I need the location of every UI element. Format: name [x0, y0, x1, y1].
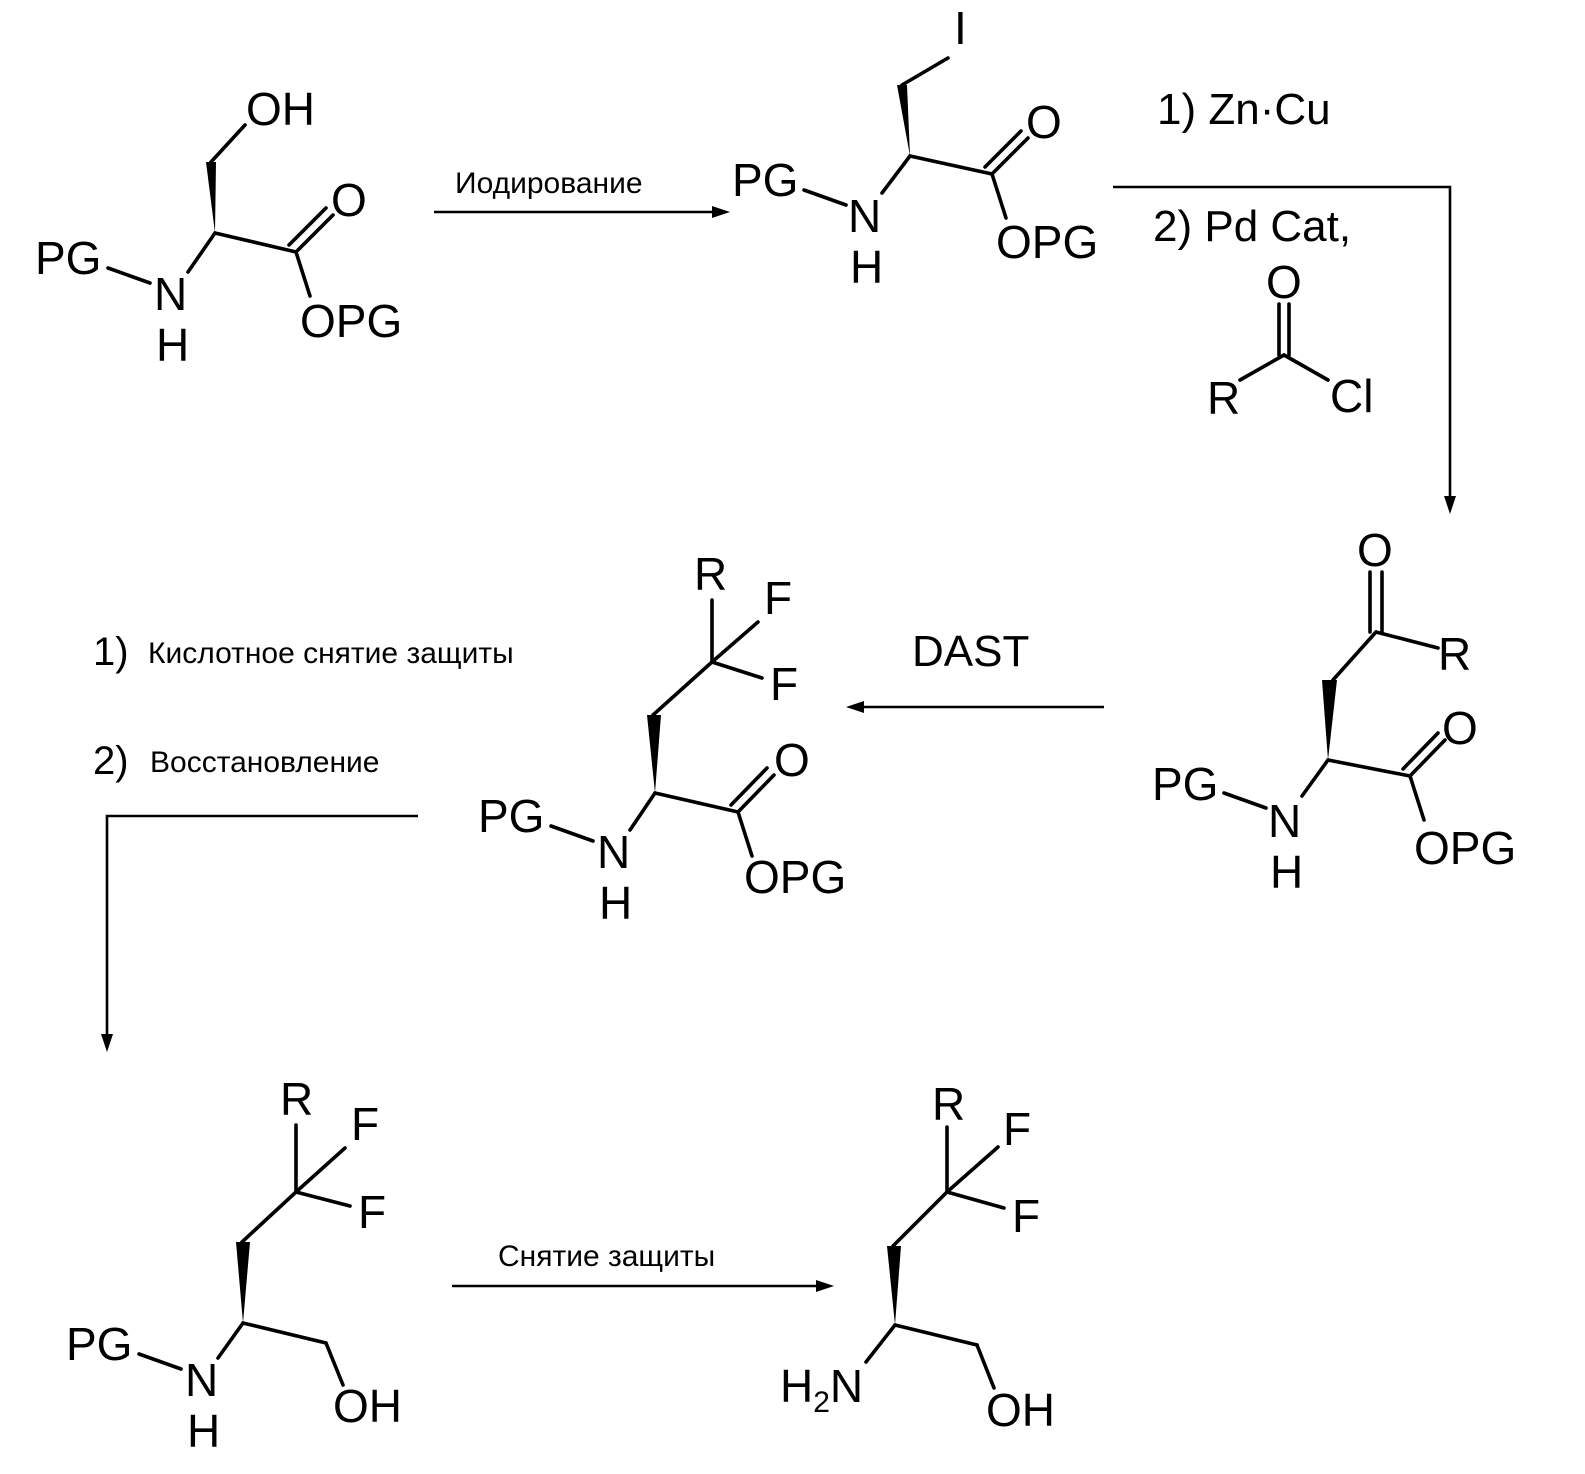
- reagent-dast: DAST: [912, 627, 1029, 676]
- atom-f: F: [351, 1098, 379, 1150]
- reagents-deprotect-reduce: 1) Кислотное снятие защиты 2) Восстановл…: [93, 630, 514, 783]
- atom-pg: PG: [66, 1318, 132, 1370]
- atom-n: N: [597, 826, 630, 878]
- atom-h: H: [187, 1405, 220, 1457]
- atom-n: N: [185, 1354, 218, 1406]
- atom-opg: OPG: [996, 216, 1098, 268]
- atom-nh2-h: H: [780, 1360, 813, 1412]
- atom-f: F: [764, 572, 792, 624]
- reagent-deprotection: Снятие защиты: [498, 1240, 715, 1273]
- atom-f: F: [1012, 1190, 1040, 1242]
- atom-o: O: [331, 174, 367, 226]
- step-number-2: 2): [93, 739, 129, 783]
- atom-r: R: [1438, 628, 1471, 680]
- atom-pg: PG: [478, 790, 544, 842]
- atom-opg: OPG: [744, 851, 846, 903]
- reagent-pd-cat: 2) Pd Cat,: [1153, 202, 1351, 251]
- step-number-1: 1): [93, 630, 129, 674]
- atom-h: H: [599, 877, 632, 929]
- atom-r: R: [932, 1078, 965, 1130]
- atom-f: F: [358, 1186, 386, 1238]
- atom-r: R: [694, 548, 727, 600]
- atom-o: O: [1266, 256, 1302, 308]
- atom-h: H: [1270, 846, 1303, 898]
- reagent-zn-cu: 1) Zn·Cu: [1157, 85, 1331, 134]
- atom-f: F: [1003, 1103, 1031, 1155]
- arrow-dast: DAST: [846, 627, 1104, 713]
- compound-iodide: I O PG N H OPG: [732, 2, 1098, 293]
- atom-h: H: [156, 319, 189, 371]
- reagents-coupling: 1) Zn·Cu 2) Pd Cat, O R Cl: [1153, 85, 1373, 424]
- atom-n: N: [1268, 795, 1301, 847]
- atom-pg: PG: [732, 154, 798, 206]
- atom-pg: PG: [35, 232, 101, 284]
- compound-protected-amino-alcohol: R F F PG N H OH: [66, 1073, 402, 1457]
- atom-oh: OH: [246, 83, 315, 135]
- atom-opg: OPG: [1414, 822, 1516, 874]
- atom-f: F: [770, 658, 798, 710]
- atom-o: O: [774, 734, 810, 786]
- atom-opg: OPG: [300, 295, 402, 347]
- atom-n: N: [848, 190, 881, 242]
- atom-pg: PG: [1152, 758, 1218, 810]
- atom-r: R: [1207, 372, 1240, 424]
- atom-cl: Cl: [1330, 370, 1373, 422]
- atom-h: H: [850, 241, 883, 293]
- atom-o: O: [1357, 524, 1393, 576]
- compound-protected-serine: OH O PG N H OPG: [35, 83, 402, 371]
- compound-amino-alcohol: R F F H2N OH: [780, 1078, 1055, 1436]
- reagent-reduction: Восстановление: [150, 746, 379, 779]
- atom-nh2: H2N: [780, 1360, 863, 1419]
- atom-oh: OH: [333, 1380, 402, 1432]
- atom-nh2-n: N: [830, 1360, 863, 1412]
- acyl-chloride: O R Cl: [1207, 256, 1373, 424]
- arrow-deprotect-reduce: [101, 816, 418, 1052]
- atom-nh2-subscript: 2: [813, 1386, 830, 1419]
- atom-o: O: [1026, 96, 1062, 148]
- atom-i: I: [954, 2, 967, 54]
- reagent-iodination: Иодирование: [455, 167, 643, 200]
- atom-o: O: [1442, 702, 1478, 754]
- atom-oh: OH: [986, 1384, 1055, 1436]
- arrow-iodination: Иодирование: [434, 167, 730, 218]
- compound-ketone: O R O PG N H OPG: [1152, 524, 1516, 898]
- reagent-acid-deprotection: Кислотное снятие защиты: [148, 637, 514, 670]
- compound-difluoro-ester: R F F O PG N H OPG: [478, 548, 846, 929]
- atom-r: R: [280, 1073, 313, 1125]
- atom-n: N: [154, 268, 187, 320]
- arrow-deprotection: Снятие защиты: [452, 1240, 834, 1292]
